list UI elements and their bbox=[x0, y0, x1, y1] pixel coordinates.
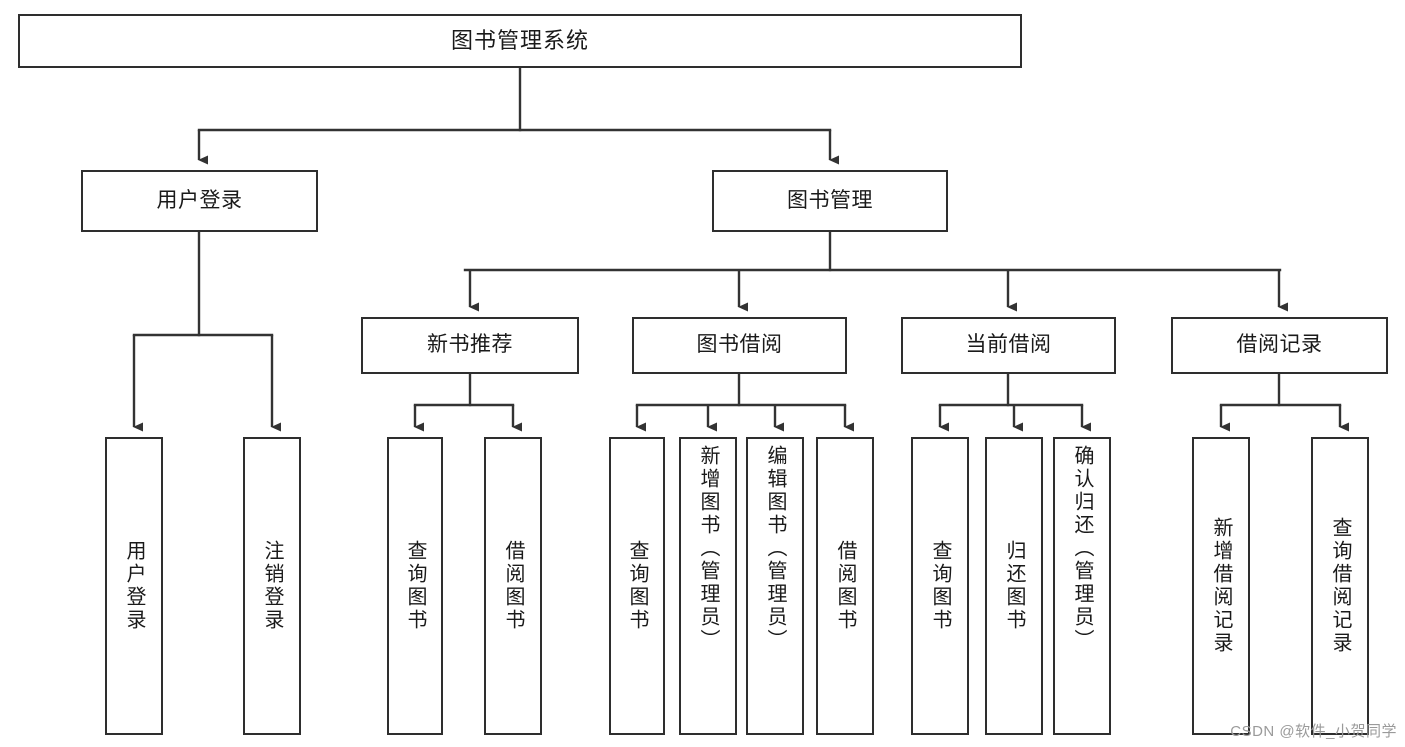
node-leaf-query-book-2-label: 查询图书 bbox=[626, 540, 648, 632]
node-leaf-query-book-2[interactable]: 查询图书 bbox=[609, 437, 665, 735]
node-leaf-add-book[interactable]: 新增图书（管理员） bbox=[679, 437, 737, 735]
node-leaf-query-record-label: 查询借阅记录 bbox=[1329, 517, 1351, 655]
node-leaf-borrow-book-2-label: 借阅图书 bbox=[834, 540, 856, 632]
node-leaf-return-book-label: 归还图书 bbox=[1003, 540, 1025, 632]
node-current-borrow[interactable]: 当前借阅 bbox=[901, 317, 1116, 374]
node-root[interactable]: 图书管理系统 bbox=[18, 14, 1022, 68]
node-book-borrow[interactable]: 图书借阅 bbox=[632, 317, 847, 374]
node-book-manage[interactable]: 图书管理 bbox=[712, 170, 948, 232]
node-leaf-user-login[interactable]: 用户登录 bbox=[105, 437, 163, 735]
node-leaf-add-record[interactable]: 新增借阅记录 bbox=[1192, 437, 1250, 735]
node-user-login-label: 用户登录 bbox=[156, 188, 243, 212]
node-leaf-edit-book[interactable]: 编辑图书（管理员） bbox=[746, 437, 804, 735]
node-leaf-query-book-3-label: 查询图书 bbox=[929, 540, 951, 632]
node-current-borrow-label: 当前借阅 bbox=[965, 333, 1052, 357]
node-leaf-borrow-book-2[interactable]: 借阅图书 bbox=[816, 437, 874, 735]
node-user-login[interactable]: 用户登录 bbox=[81, 170, 318, 232]
node-leaf-query-book-1-label: 查询图书 bbox=[404, 540, 426, 632]
node-borrow-record-label: 借阅记录 bbox=[1236, 333, 1323, 357]
node-leaf-add-record-label: 新增借阅记录 bbox=[1210, 517, 1232, 655]
node-root-label: 图书管理系统 bbox=[450, 28, 589, 54]
node-leaf-confirm-return[interactable]: 确认归还（管理员） bbox=[1053, 437, 1111, 735]
node-leaf-logout-label: 注销登录 bbox=[261, 540, 283, 632]
node-leaf-borrow-book-1[interactable]: 借阅图书 bbox=[484, 437, 542, 735]
node-leaf-query-book-3[interactable]: 查询图书 bbox=[911, 437, 969, 735]
node-leaf-query-record[interactable]: 查询借阅记录 bbox=[1311, 437, 1369, 735]
node-new-book-recommend[interactable]: 新书推荐 bbox=[361, 317, 579, 374]
node-leaf-edit-book-label: 编辑图书（管理员） bbox=[764, 445, 786, 652]
csdn-watermark: CSDN @软件_小贺同学 bbox=[1230, 723, 1397, 740]
node-leaf-add-book-label: 新增图书（管理员） bbox=[697, 445, 719, 652]
node-borrow-record[interactable]: 借阅记录 bbox=[1171, 317, 1388, 374]
node-leaf-return-book[interactable]: 归还图书 bbox=[985, 437, 1043, 735]
node-leaf-query-book-1[interactable]: 查询图书 bbox=[387, 437, 443, 735]
node-leaf-user-login-label: 用户登录 bbox=[123, 540, 145, 632]
node-new-book-recommend-label: 新书推荐 bbox=[427, 333, 513, 357]
node-book-borrow-label: 图书借阅 bbox=[696, 333, 783, 357]
node-book-manage-label: 图书管理 bbox=[787, 188, 873, 212]
node-leaf-logout[interactable]: 注销登录 bbox=[243, 437, 301, 735]
node-leaf-confirm-return-label: 确认归还（管理员） bbox=[1071, 445, 1093, 652]
node-leaf-borrow-book-1-label: 借阅图书 bbox=[502, 540, 524, 632]
